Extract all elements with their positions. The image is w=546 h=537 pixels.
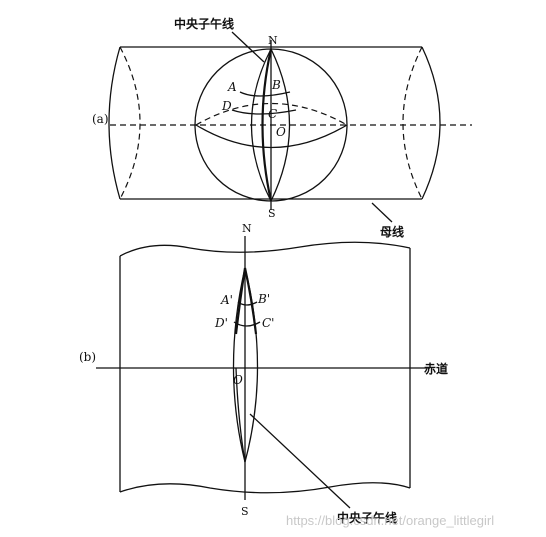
- cylinder-left-end: [108, 46, 121, 200]
- point-C-prime: C': [262, 316, 274, 330]
- point-D: D: [221, 99, 232, 113]
- latitude-arc-upper: [239, 91, 291, 97]
- central-meridian-label-a: 中央子午线: [174, 16, 234, 31]
- meridian-leader-b: [249, 413, 351, 509]
- cylinder-left-end-hidden: [119, 46, 141, 200]
- generatrix-leader: [371, 202, 393, 223]
- lens-thick-top-left: [234, 267, 247, 335]
- panel-b-label: (b): [79, 350, 96, 364]
- lens-left: [232, 267, 246, 463]
- lens-thick-top-right: [243, 267, 258, 335]
- point-D-prime: D': [214, 316, 228, 330]
- cylinder-right-end-hidden: [402, 46, 423, 200]
- latitude-arc-lower: [231, 109, 297, 115]
- parallel-arc-upper: [237, 301, 258, 306]
- point-C: C: [268, 107, 277, 121]
- point-B: B: [271, 78, 281, 92]
- point-B-prime: B': [257, 292, 270, 306]
- point-O: O: [276, 125, 286, 139]
- south-label-a: S: [268, 207, 276, 220]
- meridian-left: [250, 48, 272, 202]
- meridian-right: [270, 48, 291, 202]
- watermark: https://blog.csdn.net/orange_littlegirl: [286, 513, 494, 528]
- point-O-b: O: [233, 373, 243, 387]
- generatrix-label: 母线: [380, 224, 404, 239]
- map-top-edge: [119, 241, 411, 257]
- parallel-arc-lower: [233, 321, 261, 327]
- south-label-b: S: [241, 505, 249, 518]
- central-meridian-label-b: 中央子午线: [337, 510, 397, 525]
- central-meridian-thick: [261, 48, 273, 202]
- map-bottom-edge: [119, 482, 411, 494]
- point-A: A: [227, 80, 237, 94]
- meridian-leader: [231, 31, 265, 63]
- panel-b: N S (b) 赤道 中央子午线 A' B' D' C' O: [79, 222, 448, 525]
- equator-label: 赤道: [424, 361, 448, 376]
- lens-inner-left: [235, 367, 246, 463]
- north-label-b: N: [242, 222, 252, 235]
- cylinder-right-end: [421, 46, 441, 200]
- north-label-a: N: [268, 34, 278, 47]
- panel-a: 中央子午线 N S 母线 (a) A B D C O: [92, 16, 472, 239]
- panel-a-label: (a): [92, 112, 109, 126]
- point-A-prime: A': [220, 293, 233, 307]
